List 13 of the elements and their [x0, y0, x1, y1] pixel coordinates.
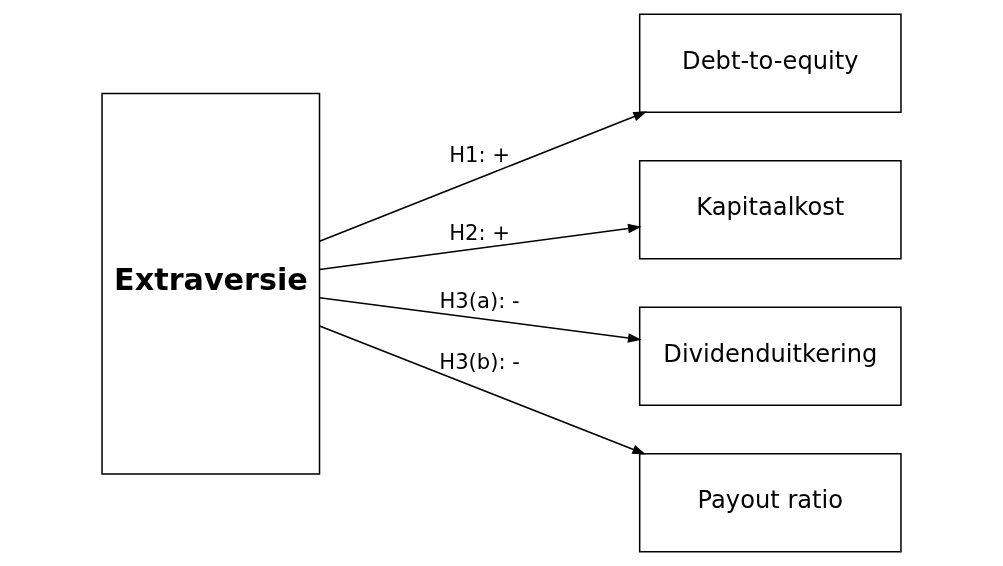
edge-label: H2: +: [449, 220, 511, 246]
arrow: [318, 223, 642, 271]
arrow: [318, 111, 647, 242]
node-box: Payout ratio: [638, 452, 902, 553]
arrow: [318, 325, 646, 455]
node-box: Dividenduitkering: [638, 306, 902, 407]
edge-label: H3(b): -: [439, 348, 520, 374]
node-box: Debt-to-equity: [638, 13, 902, 114]
edge-label: H3(a): -: [439, 288, 520, 314]
arrow: [318, 296, 642, 343]
node-box: Kapitaalkost: [638, 159, 902, 260]
edge-label: H1: +: [449, 141, 511, 167]
node-box: Extraversie: [101, 92, 321, 475]
